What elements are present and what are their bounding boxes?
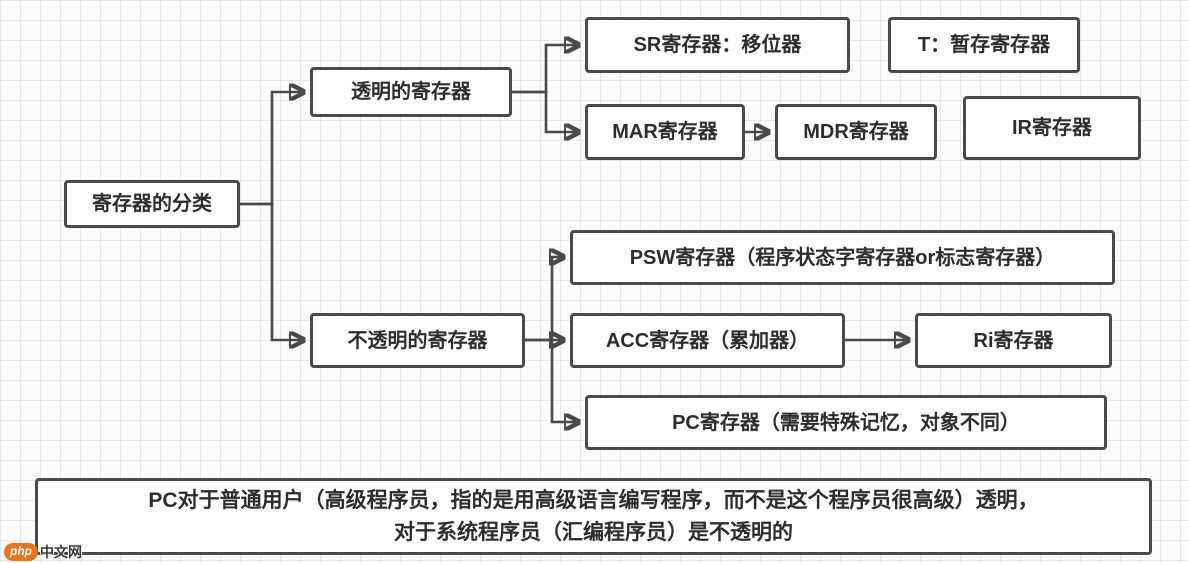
- ri-register-node: Ri寄存器: [915, 313, 1112, 368]
- sr-register-node: SR寄存器：移位器: [585, 17, 850, 73]
- watermark: php 中文网: [4, 542, 82, 562]
- watermark-site-text: 中文网: [40, 544, 82, 560]
- mar-register-label: MAR寄存器: [612, 121, 718, 143]
- root-node-label: 寄存器的分类: [92, 193, 212, 215]
- mdr-register-node: MDR寄存器: [775, 104, 937, 160]
- root-node: 寄存器的分类: [64, 180, 240, 228]
- t-register-label: T：暂存寄存器: [917, 34, 1051, 56]
- arrow-root-to-transparent: [240, 92, 304, 206]
- psw-register-node: PSW寄存器（程序状态字寄存器or标志寄存器）: [570, 230, 1115, 285]
- opaque-registers-node: 不透明的寄存器: [310, 313, 525, 368]
- opaque-registers-label: 不透明的寄存器: [347, 329, 488, 352]
- arrow-transparent-to-mar: [512, 90, 579, 132]
- pc-register-node: PC寄存器（需要特殊记忆，对象不同）: [585, 395, 1107, 450]
- mar-register-node: MAR寄存器: [585, 104, 745, 160]
- ir-register-node: IR寄存器: [963, 96, 1141, 160]
- acc-register-node: ACC寄存器（累加器）: [570, 313, 845, 368]
- arrow-transparent-to-sr: [512, 45, 579, 94]
- pc-note-box: PC对于普通用户（高级程序员，指的是用高级语言编写程序，而不是这个程序员很高级）…: [35, 478, 1152, 555]
- t-register-node: T：暂存寄存器: [888, 17, 1080, 73]
- mdr-register-label: MDR寄存器: [803, 121, 909, 143]
- ri-register-label: Ri寄存器: [973, 329, 1054, 352]
- pc-note-line2: 对于系统程序员（汇编程序员）是不透明的: [394, 520, 793, 544]
- ir-register-label: IR寄存器: [1012, 117, 1092, 139]
- transparent-registers-node: 透明的寄存器: [310, 67, 512, 117]
- pc-register-label: PC寄存器（需要特殊记忆，对象不同）: [672, 411, 1020, 434]
- psw-register-label: PSW寄存器（程序状态字寄存器or标志寄存器）: [629, 246, 1056, 269]
- acc-register-label: ACC寄存器（累加器）: [605, 329, 810, 352]
- sr-register-label: SR寄存器：移位器: [633, 34, 802, 56]
- transparent-registers-label: 透明的寄存器: [351, 81, 471, 103]
- php-logo-icon: php: [4, 543, 38, 561]
- pc-note-line1: PC对于普通用户（高级程序员，指的是用高级语言编写程序，而不是这个程序员很高级）…: [148, 489, 1039, 512]
- arrow-opaque-to-psw: [525, 257, 564, 342]
- arrow-root-to-opaque: [240, 202, 304, 340]
